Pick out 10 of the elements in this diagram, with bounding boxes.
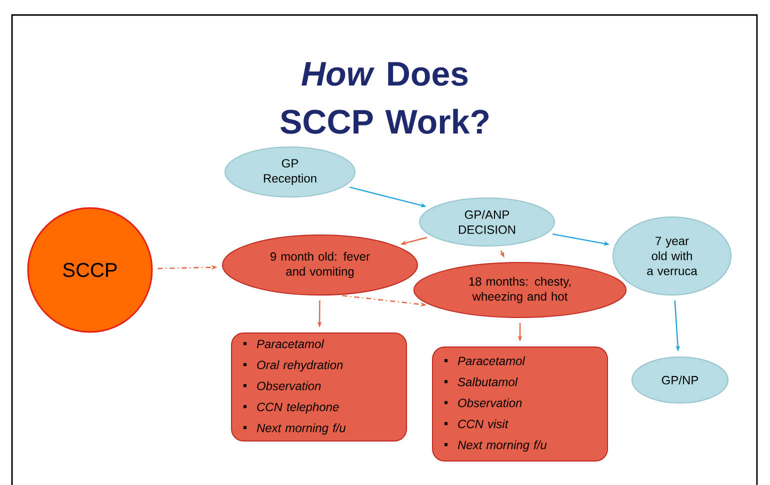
title: How Does SCCP Work? <box>280 62 489 134</box>
oval-node: 9 month old: fever and vomiting <box>222 234 418 296</box>
circle-node: SCCP <box>27 207 153 333</box>
oval-node: GP/ANP DECISION <box>419 198 555 246</box>
oval-node: 7 year old with a verruca <box>612 216 732 296</box>
oval-node: GP Reception <box>224 146 356 198</box>
oval-node: GP/NP <box>632 356 728 404</box>
list-box: Paracetamol Oral rehydration Observation CCN telephone Next morning f/u <box>231 332 407 442</box>
list-box: Paracetamol Salbutamol Observation CCN visit Next morning f/u <box>432 346 608 462</box>
oval-node: 18 months: chesty, wheezing and hot <box>413 262 627 318</box>
